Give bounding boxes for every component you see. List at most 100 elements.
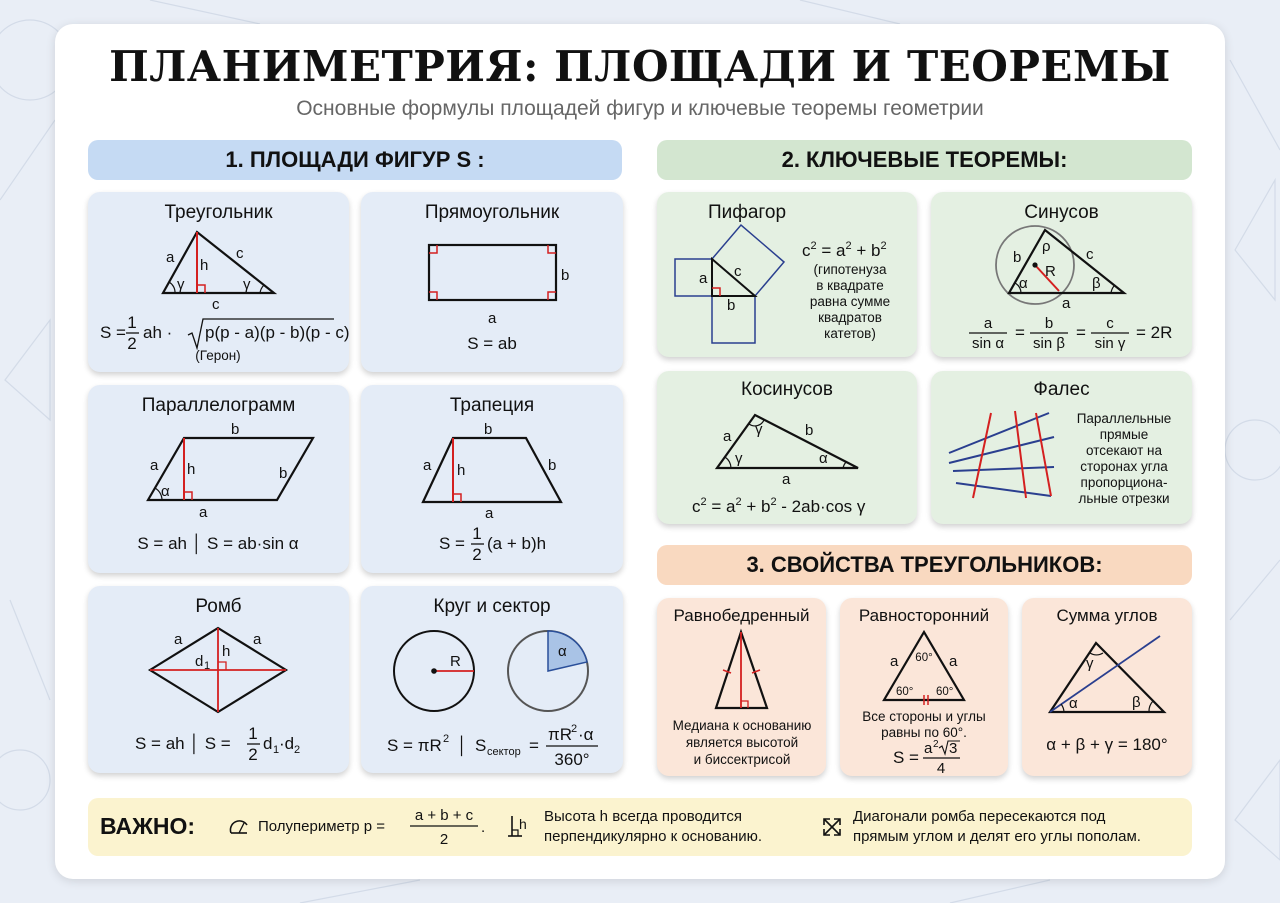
card-thales: Фалес Параллельные прямые отсекают на ст…	[931, 371, 1192, 524]
pyth-a: = a	[817, 241, 846, 260]
card-title-parallelogram: Параллелограмм	[141, 395, 296, 416]
label-gamma: γ	[755, 421, 763, 438]
rectangle-formula: S = ab	[467, 334, 517, 353]
svg-text:катетов): катетов)	[824, 326, 876, 341]
formula-den: 4	[937, 760, 945, 777]
svg-text:(гипотенуза: (гипотенуза	[814, 262, 887, 277]
svg-text:=: =	[1076, 323, 1086, 342]
svg-text:c: c	[1106, 315, 1114, 332]
pyth-c: c	[802, 241, 811, 260]
label-beta: β	[1092, 275, 1101, 292]
label-c: c	[1086, 246, 1094, 263]
label-bottom-a: a	[199, 504, 208, 521]
auxiliary-line	[1049, 635, 1161, 713]
formula-sup: 2	[443, 733, 449, 745]
label-alpha: α	[161, 483, 170, 500]
angle-sum-formula: α + β + γ = 180°	[1046, 735, 1167, 754]
label-a-left: a	[890, 653, 899, 670]
thales-note: Параллельные прямые отсекают на сторонах…	[1077, 411, 1172, 506]
equilateral-diagram: 60° 60° 60° a a Все стороны и углы равны…	[862, 629, 986, 777]
svg-text:sin β: sin β	[1033, 335, 1065, 352]
formula-frac-num: πR	[548, 725, 572, 744]
svg-text:Медиана к основанию: Медиана к основанию	[673, 718, 812, 733]
svg-text:Все стороны и углы: Все стороны и углы	[862, 709, 985, 724]
pythagoras-diagram: a b c c2 = a2 + b2 (гипотенуза в квадрат…	[674, 223, 890, 344]
card-title-trapezoid: Трапеция	[449, 395, 535, 416]
formula-root-body: p(p - a)(p - b)(p - c)	[205, 323, 350, 342]
label-alpha: α	[1019, 275, 1028, 292]
label-d: d	[195, 653, 203, 670]
formula-separator: │	[457, 735, 468, 757]
label-alpha: α	[558, 643, 567, 660]
label-R: R	[450, 653, 461, 670]
formula-d: d	[263, 734, 272, 753]
rhombus-diagonals-text: Диагонали ромба пересекаются под прямым …	[853, 808, 1141, 845]
important-label: ВАЖНО:	[100, 813, 196, 839]
label-top-b: b	[484, 421, 492, 438]
card-title-angle-sum: Сумма углов	[1056, 606, 1158, 625]
trapezoid-diagram: b a h b a S = 1 2 (a + b)h	[421, 421, 563, 564]
label-gamma-2: γ	[735, 450, 743, 467]
card-pythagoras: Пифагор a b c c2 = a2 + b2 (гипотенуза в…	[657, 192, 917, 357]
formula-root-3: 3	[949, 740, 957, 757]
pyth-b: + b	[852, 241, 881, 260]
formula-dot-d: ·d	[279, 734, 294, 753]
formula-frac-sup: 2	[571, 723, 577, 735]
card-equilateral: Равносторонний 60° 60° 60° a a Все сторо…	[840, 598, 1008, 777]
svg-text:=: =	[1015, 323, 1025, 342]
svg-text:c2 = a2 + b2: c2 = a2 + b2	[802, 240, 887, 260]
formula-frac-num: 1	[472, 524, 481, 543]
card-title-thales: Фалес	[1033, 379, 1090, 400]
sines-formula: a sin α = b sin β = c sin γ = 2R	[969, 315, 1172, 352]
formula-ah: ah ·	[143, 323, 172, 342]
trapezoid-shape	[421, 436, 563, 504]
formula-tail: (a + b)h	[487, 534, 546, 553]
circumcircle	[995, 225, 1075, 305]
label-beta: β	[1132, 694, 1141, 711]
equilateral-note: Все стороны и углы равны по 60°.	[862, 709, 985, 740]
svg-text:sin γ: sin γ	[1095, 335, 1126, 352]
svg-text:льные отрезки: льные отрезки	[1078, 491, 1169, 506]
semi-circle-icon	[229, 820, 248, 834]
label-R: R	[1045, 263, 1056, 280]
card-title-cosines: Косинусов	[741, 379, 833, 400]
label-gamma: γ	[1086, 655, 1094, 672]
formula-a: a	[924, 740, 933, 757]
triangle-shape	[161, 230, 278, 295]
important-footer: ВАЖНО: Полупериметр p = a + b + c 2 . h …	[88, 798, 1192, 856]
svg-text:пропорциона-: пропорциона-	[1081, 475, 1168, 490]
rectangle-shape	[427, 243, 558, 302]
angle-sum-diagram: γ α β α + β + γ = 180°	[1046, 635, 1168, 754]
rhombus-diagram: a a h d 1 S = ah │ S = 1 2 d 1 ·d 2	[135, 626, 300, 764]
svg-text:sin α: sin α	[972, 335, 1004, 352]
label-rho: ρ	[1042, 238, 1051, 255]
svg-text:равна сумме: равна сумме	[810, 294, 890, 309]
formula-frac-den: 2	[248, 745, 257, 764]
label-b: b	[805, 422, 813, 439]
formula-sup: 2	[933, 739, 939, 750]
height-rule-text: Высота h всегда проводится перпендикуляр…	[544, 808, 763, 845]
label-bottom-a: a	[782, 471, 791, 488]
sines-diagram: b ρ c R α β a a sin α = b sin β = c sin …	[969, 225, 1172, 352]
height-icon: h	[508, 816, 527, 837]
label-side-c: c	[236, 245, 244, 262]
svg-text:сторонах угла: сторонах угла	[1080, 459, 1168, 474]
right-triangle	[711, 256, 758, 297]
label-b: b	[279, 465, 287, 482]
label-a: a	[699, 270, 708, 287]
label-base-c: c	[212, 296, 220, 313]
page-subtitle: Основные формулы площадей фигур и ключев…	[296, 97, 984, 120]
triangle-diagram: a c h c γ γ S = 1 2 ah · p(p - a)(p - b)…	[100, 230, 350, 363]
sector-shape	[547, 630, 588, 672]
card-rhombus: Ромб a a h d 1 S = ah │ S = 1 2 d 1 ·d 2	[88, 586, 349, 773]
formula-left: S = ah │ S =	[135, 733, 231, 755]
card-cosines: Косинусов a γ b γ α a c2 = a2 + b2 - 2ab…	[657, 371, 917, 524]
card-rectangle: Прямоугольник b a S = ab	[361, 192, 623, 372]
formula-frac-num: 1	[127, 313, 136, 332]
section-header-areas: 1. ПЛОЩАДИ ФИГУР S :	[88, 140, 622, 180]
heron-note: (Герон)	[195, 348, 240, 363]
label-right-angle: 60°	[936, 686, 953, 698]
label-a-right: a	[253, 631, 262, 648]
label-h: h	[200, 257, 208, 274]
formula-s-sector: S	[475, 736, 486, 755]
